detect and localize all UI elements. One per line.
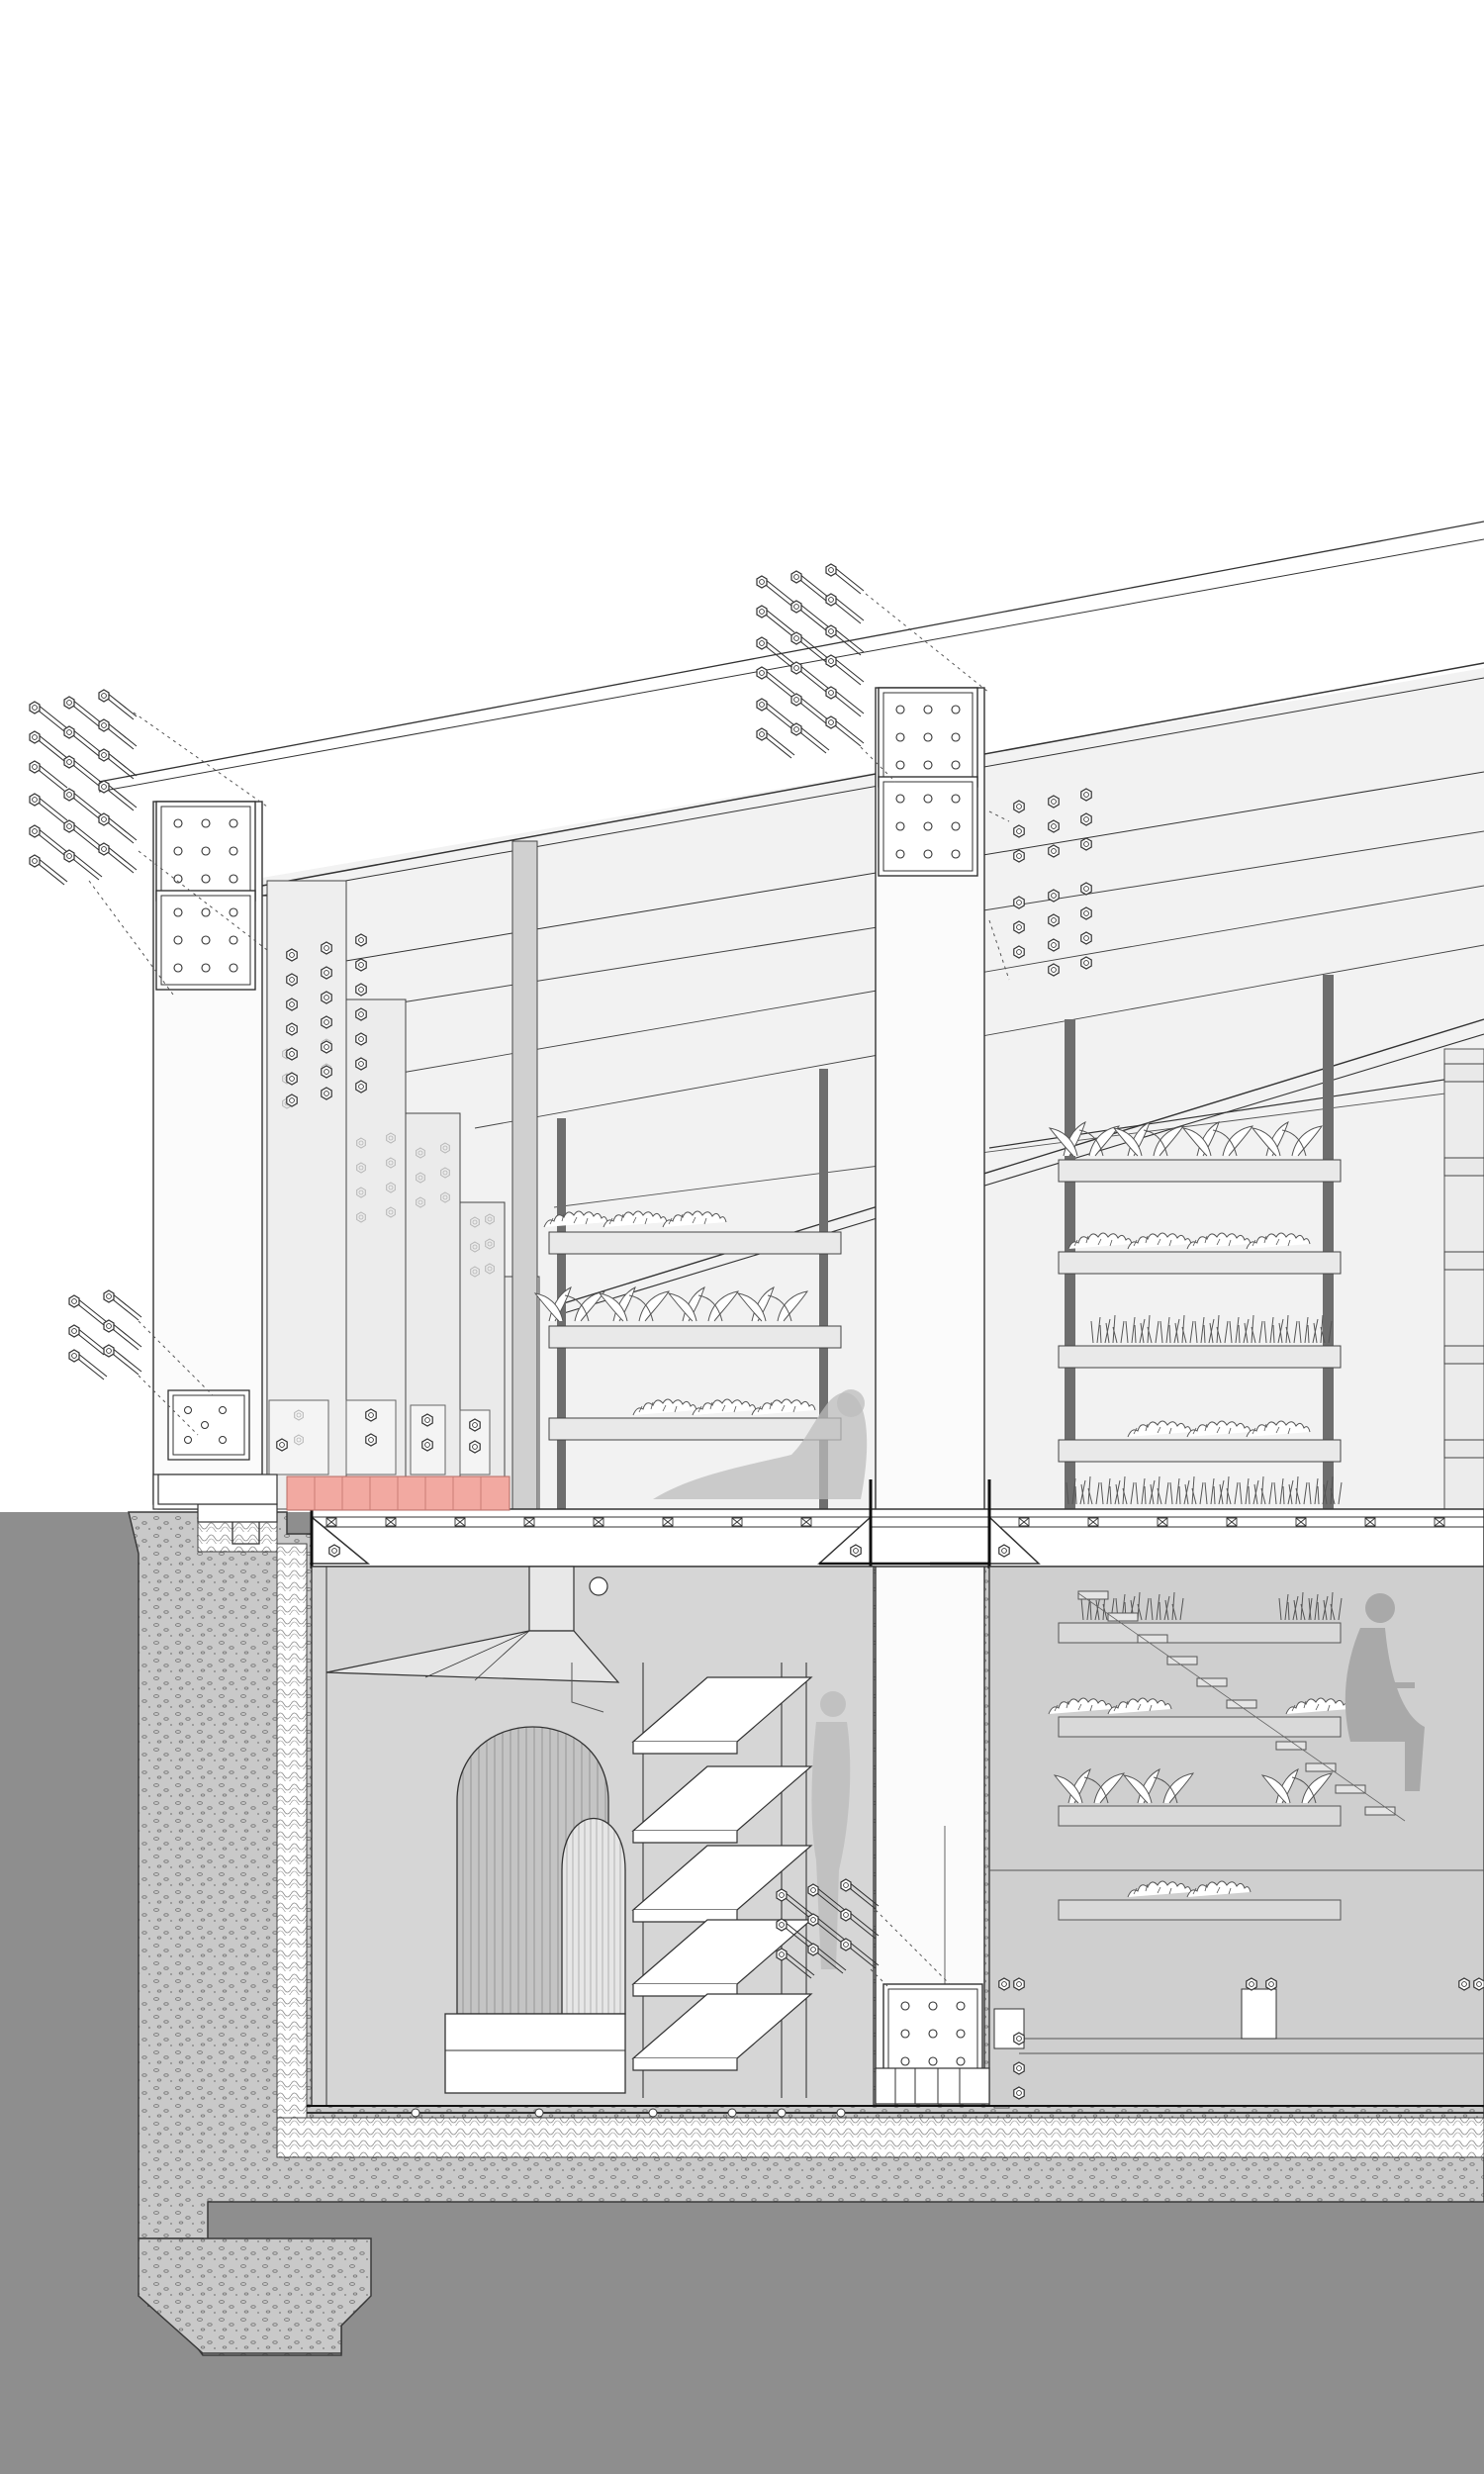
seated-person-figure (1345, 1593, 1425, 1791)
drying-rack (631, 1663, 813, 2098)
standing-person-figure (811, 1691, 851, 1969)
bolt-callout-upper-center (756, 563, 990, 783)
center-column (875, 687, 985, 2104)
exhaust-hood (325, 1566, 620, 1713)
highlighted-brick-course (286, 1475, 510, 1511)
base-plates-basement (411, 1977, 1484, 2118)
basement-planters-right (1048, 1590, 1406, 1921)
bolt-callout-lower-left (68, 1289, 214, 1436)
bolt-callout-basement (776, 1878, 951, 1990)
planter-rack-right (1049, 1063, 1484, 1505)
drain-detail (157, 1474, 278, 1545)
planter-rack-left (534, 1210, 842, 1441)
bolt-callout-upper-left (29, 689, 268, 996)
left-column (152, 801, 263, 1505)
kiln-equipment (444, 1726, 626, 2094)
floor-slab (310, 1479, 1484, 1569)
reclining-person-figure (653, 1389, 868, 1499)
